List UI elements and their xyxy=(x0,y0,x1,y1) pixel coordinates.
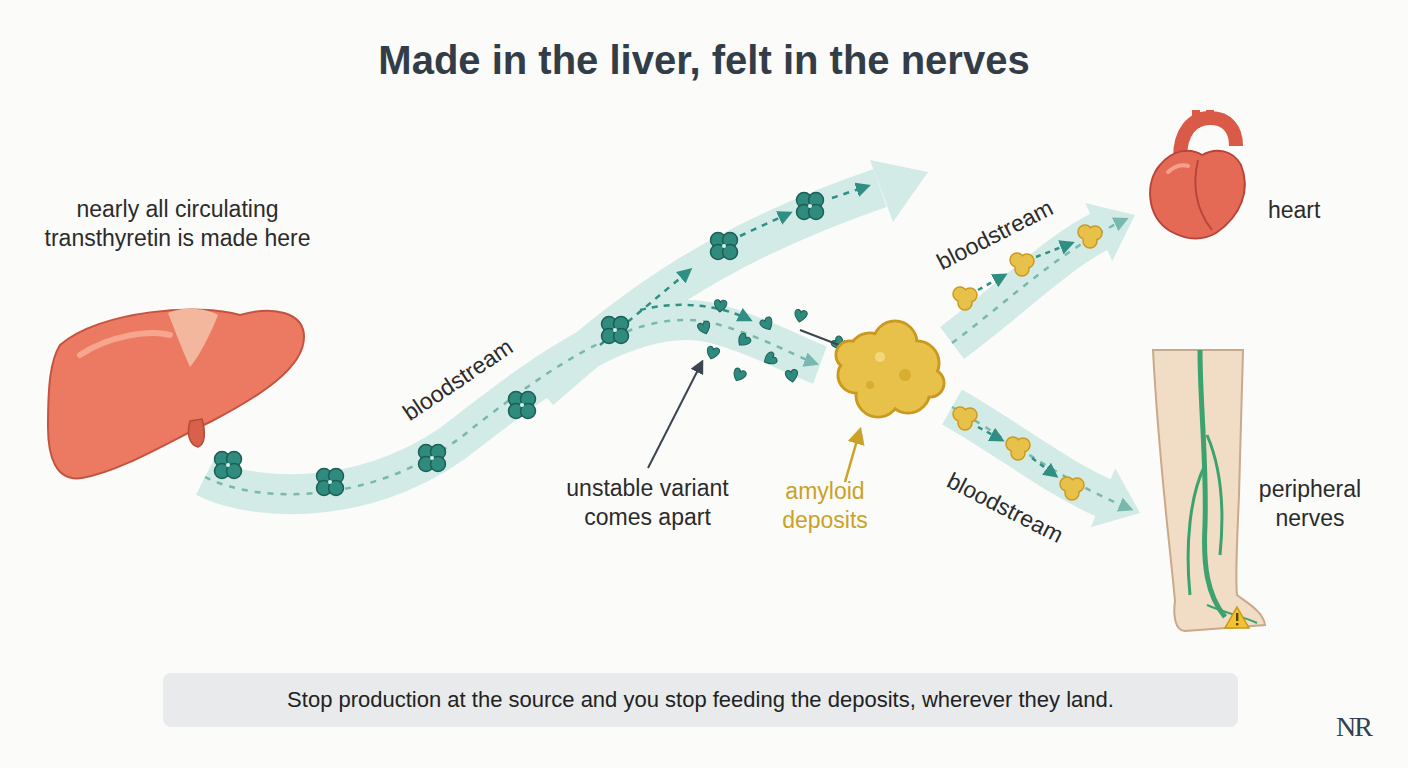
nerves-node: peripheral nerves xyxy=(1145,345,1395,635)
variant-leader-arrow xyxy=(648,362,702,468)
logo-mark: NR xyxy=(1336,712,1396,741)
amyloid-node: amyloid deposits xyxy=(820,315,960,525)
note-label: unstable variant comes apart xyxy=(560,474,735,532)
heart-node: heart xyxy=(1140,110,1360,250)
deposit-dashed-arrows xyxy=(978,243,1072,476)
diagram-title: Made in the liver, felt in the nerves xyxy=(0,38,1408,83)
heart-node-shape xyxy=(1140,110,1360,250)
caption-box: Stop production at the source and you st… xyxy=(163,673,1238,727)
node-label: peripheral nerves xyxy=(1245,475,1375,533)
node-label: heart xyxy=(1268,196,1358,225)
deposit-leader-arrow xyxy=(845,430,860,482)
liver-node: nearly all circulating transthyretin is … xyxy=(40,195,315,485)
caption-text: Stop production at the source and you st… xyxy=(163,673,1238,727)
node-label: nearly all circulating transthyretin is … xyxy=(40,195,315,253)
dashed-flow-arrows xyxy=(600,186,868,345)
band-arrowhead xyxy=(1091,468,1140,527)
upper-band-head xyxy=(870,160,928,222)
travelling-deposits xyxy=(953,225,1102,500)
broken-variant-fragments xyxy=(697,299,848,383)
node-label: amyloid deposits xyxy=(760,477,890,535)
